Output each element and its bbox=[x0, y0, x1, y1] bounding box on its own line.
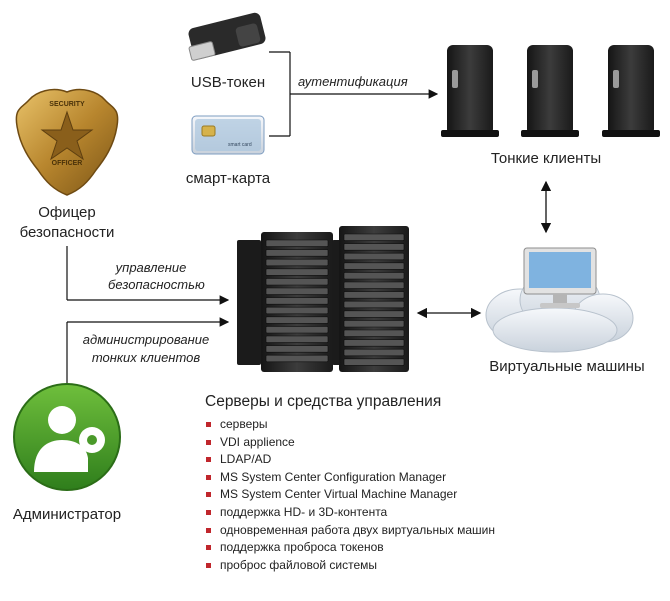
list-item: проброс файловой системы bbox=[206, 557, 495, 575]
auth-label: аутентификация bbox=[298, 74, 408, 89]
list-item: VDI applience bbox=[206, 434, 495, 452]
security-mgmt-label: управление безопасностью bbox=[108, 259, 205, 293]
smart-card-label: смарт-карта bbox=[185, 170, 271, 187]
list-item-text: одновременная работа двух виртуальных ма… bbox=[220, 522, 495, 537]
server-slot bbox=[343, 291, 405, 299]
server-slot bbox=[265, 316, 329, 324]
list-item: серверы bbox=[206, 416, 495, 434]
server-slot bbox=[265, 278, 329, 286]
server-slot bbox=[343, 339, 405, 347]
administrator-icon bbox=[13, 383, 121, 491]
badge-bottom-text: OFFICER bbox=[52, 160, 83, 167]
security-badge-icon bbox=[15, 88, 119, 196]
bullet-icon bbox=[206, 492, 211, 498]
thin-admin-label: администрирование тонких клиентов bbox=[76, 331, 216, 367]
server-slot bbox=[265, 326, 329, 334]
list-item-text: поддержка HD- и 3D-контента bbox=[220, 504, 388, 519]
server-rack-icon bbox=[237, 232, 333, 372]
administrator-label: Администратор bbox=[12, 506, 122, 523]
server-slot bbox=[343, 300, 405, 309]
server-slot bbox=[343, 233, 405, 241]
server-slot bbox=[343, 329, 405, 337]
security-mgmt-line1: управление bbox=[115, 260, 187, 275]
thin-clients-label: Тонкие клиенты bbox=[490, 150, 602, 167]
server-slot bbox=[265, 239, 329, 247]
server-slot bbox=[265, 345, 329, 353]
bullet-icon bbox=[206, 439, 211, 445]
officer-label: Офицер безопасности bbox=[7, 203, 127, 243]
smart-card-print: smart card bbox=[228, 142, 252, 148]
list-item-text: MS System Center Virtual Machine Manager bbox=[220, 487, 458, 502]
list-item: одновременная работа двух виртуальных ма… bbox=[206, 522, 495, 540]
bullet-icon bbox=[206, 545, 211, 551]
usb-token-label: USB-токен bbox=[190, 74, 266, 91]
list-item: поддержка HD- и 3D-контента bbox=[206, 504, 495, 522]
server-slot bbox=[343, 243, 405, 251]
smart-card-icon bbox=[191, 115, 265, 155]
thin-client-icon bbox=[602, 45, 660, 137]
server-slot bbox=[265, 249, 329, 257]
list-item: LDAP/AD bbox=[206, 451, 495, 469]
bullet-icon bbox=[206, 527, 211, 533]
officer-label-line1: Офицер bbox=[38, 204, 96, 221]
thin-client-icon bbox=[521, 45, 579, 137]
admin-connector bbox=[66, 317, 230, 383]
list-item: MS System Center Virtual Machine Manager bbox=[206, 486, 495, 504]
bullet-icon bbox=[206, 474, 211, 480]
server-slot bbox=[343, 262, 405, 270]
virtual-machines-label: Виртуальные машины bbox=[489, 358, 645, 375]
server-slot bbox=[265, 258, 329, 267]
server-slot bbox=[343, 320, 405, 328]
server-slot bbox=[343, 252, 405, 261]
security-mgmt-line2: безопасностью bbox=[108, 277, 205, 292]
officer-label-line2: безопасности bbox=[19, 224, 115, 241]
list-item-text: MS System Center Configuration Manager bbox=[220, 469, 447, 484]
bullet-icon bbox=[206, 457, 211, 463]
list-item: MS System Center Configuration Manager bbox=[206, 469, 495, 487]
bullet-icon bbox=[206, 562, 211, 568]
server-slot bbox=[265, 354, 329, 363]
list-item-text: LDAP/AD bbox=[220, 452, 272, 467]
list-item-text: проброс файловой системы bbox=[220, 557, 378, 572]
security-connector bbox=[66, 246, 230, 305]
thin-admin-line2: тонких клиентов bbox=[91, 350, 201, 365]
bullet-icon bbox=[206, 422, 211, 427]
server-slot bbox=[343, 348, 405, 357]
bullet-icon bbox=[206, 509, 211, 515]
monitor-icon bbox=[523, 247, 597, 308]
server-slot bbox=[265, 306, 329, 315]
server-rack-icon bbox=[332, 226, 409, 372]
badge-top-text: SECURITY bbox=[49, 101, 85, 108]
usb-token-icon bbox=[188, 12, 266, 61]
server-slot bbox=[265, 287, 329, 295]
server-slot bbox=[343, 358, 405, 366]
server-slot bbox=[343, 281, 405, 289]
list-item-text: поддержка проброса токенов bbox=[220, 540, 384, 555]
server-slot bbox=[343, 272, 405, 280]
features-list: серверы VDI applience LDAP/AD MS System … bbox=[206, 416, 495, 574]
list-item-text: серверы bbox=[220, 417, 268, 431]
server-slot bbox=[343, 310, 405, 318]
server-slot bbox=[265, 335, 329, 343]
thin-admin-line1: администрирование bbox=[82, 332, 210, 347]
server-slot bbox=[265, 268, 329, 276]
thin-client-icon bbox=[441, 45, 499, 137]
auth-connector bbox=[269, 51, 439, 137]
servers-title: Серверы и средства управления bbox=[205, 393, 442, 410]
list-item: поддержка проброса токенов bbox=[206, 539, 495, 557]
server-slot bbox=[265, 297, 329, 305]
list-item-text: VDI applience bbox=[220, 434, 295, 449]
